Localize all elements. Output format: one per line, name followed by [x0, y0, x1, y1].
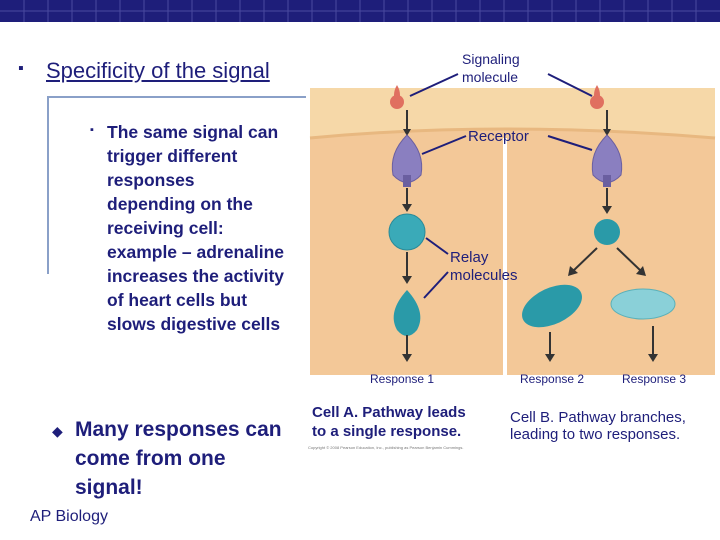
arrow-icon — [616, 247, 643, 273]
copyright-note: Copyright © 2008 Pearson Education, Inc.… — [308, 445, 463, 450]
relay-molecule-icon — [594, 219, 620, 245]
diamond-bullet-icon: ◆ — [52, 423, 63, 439]
relay-molecule-icon — [610, 288, 676, 320]
arrow-head-icon — [648, 354, 658, 362]
cytoplasm-region — [310, 129, 715, 375]
arrow-head-icon — [636, 266, 646, 276]
arrow-head-icon — [545, 354, 555, 362]
signal-molecule-icon — [390, 95, 404, 109]
arrow-head-icon — [402, 276, 412, 284]
receptor-label: Receptor — [468, 128, 529, 145]
signaling-leader-line — [547, 73, 593, 97]
title-bar — [0, 0, 720, 22]
signaling-label-bg — [458, 48, 548, 86]
sub-point-text: The same signal can trigger different re… — [107, 122, 285, 334]
title-underline-accent — [48, 96, 306, 98]
sub-bullet-icon: ▪ — [90, 124, 94, 136]
left-vertical-accent — [47, 96, 49, 274]
relay-label: Relay — [450, 249, 489, 266]
arrow-head-icon — [602, 206, 612, 214]
receptor-leader-line — [421, 135, 467, 155]
arrow-icon — [571, 247, 598, 273]
membrane-line — [309, 127, 716, 140]
signaling-molecule-label-line2: molecule — [462, 69, 518, 85]
receptor-leader-line — [547, 135, 593, 151]
arrow-head-icon — [402, 354, 412, 362]
relay-label-line2: molecules — [450, 267, 518, 284]
title-bar-pattern — [0, 0, 720, 22]
slide-title: Specificity of the signal — [46, 58, 270, 83]
response-2-label: Response 2 — [520, 372, 584, 386]
receptor-stem-icon — [603, 175, 611, 187]
arrow-head-icon — [402, 204, 412, 212]
arrow-head-icon — [603, 129, 611, 136]
relay-molecule-icon — [388, 213, 426, 251]
cell-b-pathway: Response 2 Response 3 — [520, 85, 686, 386]
cell-a-caption-line2: to a single response. — [312, 423, 461, 440]
arrow-head-icon — [403, 129, 411, 136]
signal-pathway-diagram: Response 1 Response 2 Response 3 Signali… — [308, 48, 716, 450]
relay-molecule-icon — [522, 284, 582, 328]
arrow-head-icon — [568, 266, 578, 276]
main-point-text: Many responses can come from one signal! — [75, 418, 282, 499]
cell-a-pathway: Response 1 — [370, 85, 434, 386]
receptor-stem-icon — [403, 175, 411, 187]
signaling-molecule-label: Signaling — [462, 51, 520, 67]
relay-molecule-icon — [393, 290, 421, 336]
signaling-leader-line — [409, 73, 459, 97]
footer-label: AP Biology — [30, 508, 108, 525]
relay-leader-line — [423, 271, 449, 299]
title-bullet-icon: ▪ — [18, 60, 24, 77]
cell-b-caption: Cell B. Pathway branches, — [510, 409, 686, 426]
relay-leader-line — [425, 237, 449, 255]
cell-a-caption: Cell A. Pathway leads — [312, 404, 466, 421]
response-1-label: Response 1 — [370, 372, 434, 386]
cell-b-caption-line2: leading to two responses. — [510, 426, 680, 443]
signal-molecule-icon — [590, 95, 604, 109]
response-3-label: Response 3 — [622, 372, 686, 386]
